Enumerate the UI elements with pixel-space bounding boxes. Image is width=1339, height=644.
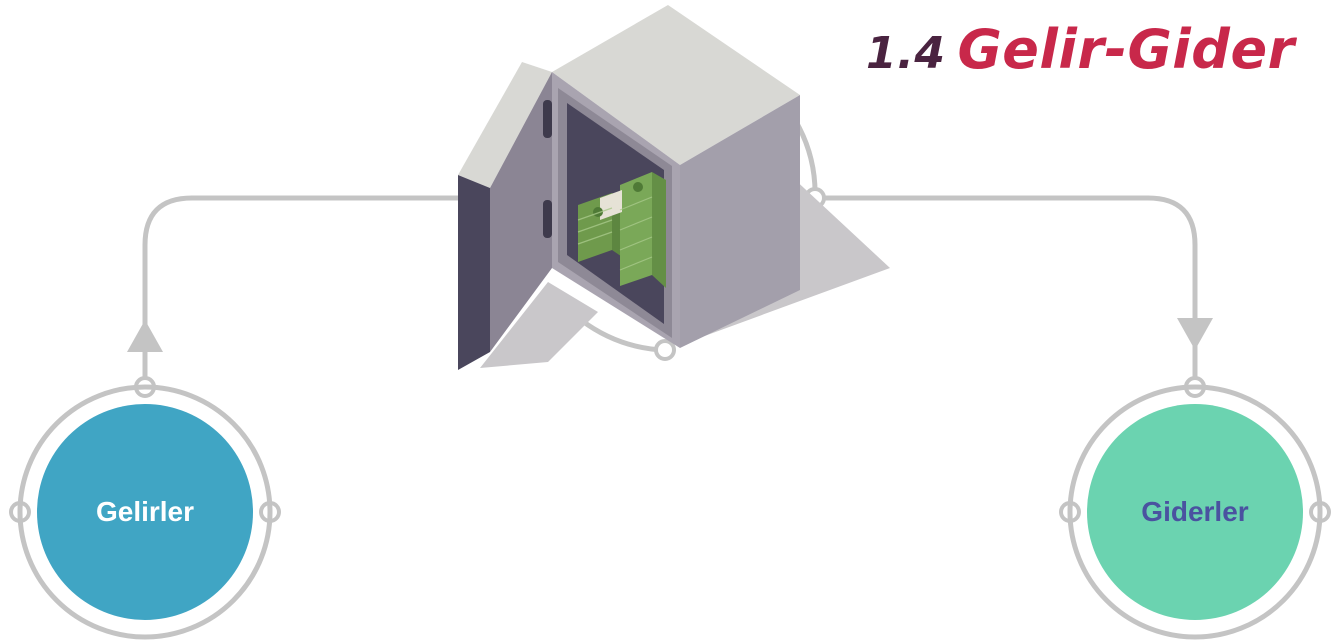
title-text: Gelir-Gider: [957, 18, 1295, 81]
expense-ring: [1067, 384, 1323, 640]
hinge-bottom: [543, 200, 552, 238]
title-number: 1.4: [866, 28, 946, 79]
down-arrow-icon: [1177, 318, 1213, 350]
income-circle: [37, 404, 253, 620]
door-edge: [458, 175, 490, 370]
door-top-edge: [458, 62, 552, 188]
expense-connector: [815, 195, 1198, 385]
safe-icon: [458, 5, 890, 370]
hinge-top: [543, 100, 552, 138]
safe-top: [552, 5, 800, 165]
income-connector: [142, 195, 470, 385]
expense-label: Giderler: [1141, 496, 1249, 527]
up-arrow-icon: [127, 320, 163, 352]
income-label: Gelirler: [95, 496, 195, 527]
door-shadow: [480, 282, 598, 368]
cash-stack-icon: [577, 172, 666, 288]
income-ring: [17, 384, 273, 640]
door-face: [490, 72, 552, 352]
expense-circle: [1087, 404, 1303, 620]
dot-safe-bottom: [654, 339, 676, 361]
safe-side: [680, 95, 800, 348]
